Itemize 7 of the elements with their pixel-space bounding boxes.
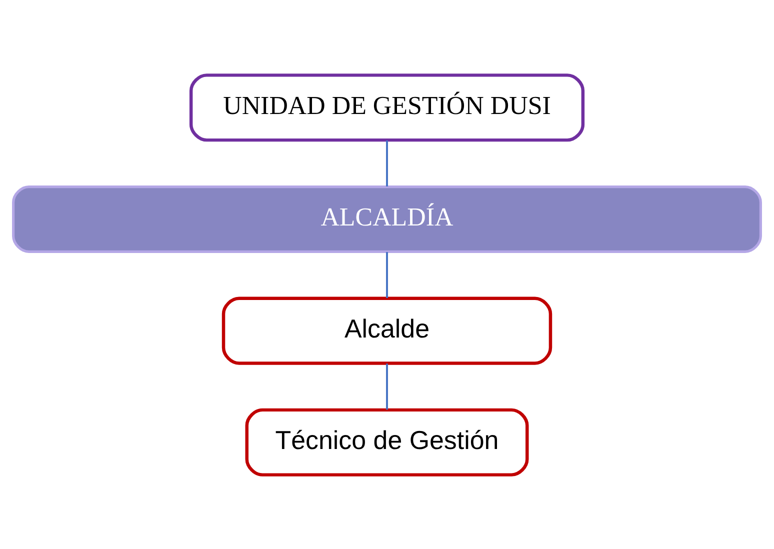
connector <box>386 252 388 298</box>
node-box: ALCALDÍA <box>12 184 762 252</box>
node-box: Técnico de Gestión <box>245 408 529 476</box>
connector <box>386 363 388 410</box>
node-box: UNIDAD DE GESTIÓN DUSI <box>189 73 585 142</box>
node-box: Alcalde <box>222 296 552 364</box>
connector <box>386 140 388 186</box>
